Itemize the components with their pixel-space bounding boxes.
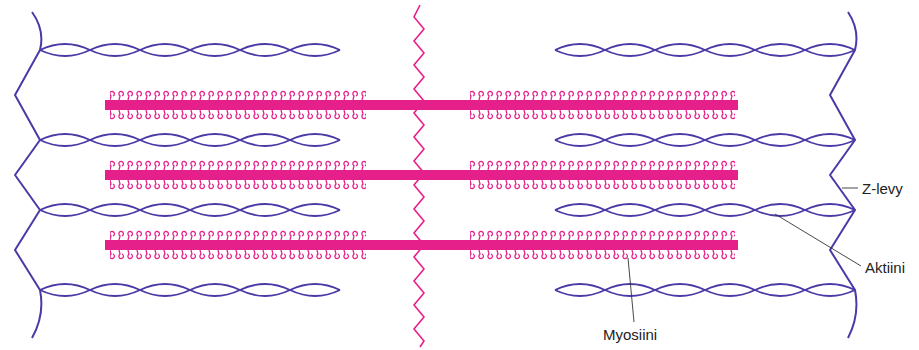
part-label: Aktiini (865, 259, 905, 276)
part-label: Z-levy (862, 180, 903, 197)
z-disc (15, 12, 41, 338)
leader-line (628, 188, 861, 322)
part-label: Myosiini (603, 326, 657, 343)
myosin-filament (105, 90, 738, 260)
